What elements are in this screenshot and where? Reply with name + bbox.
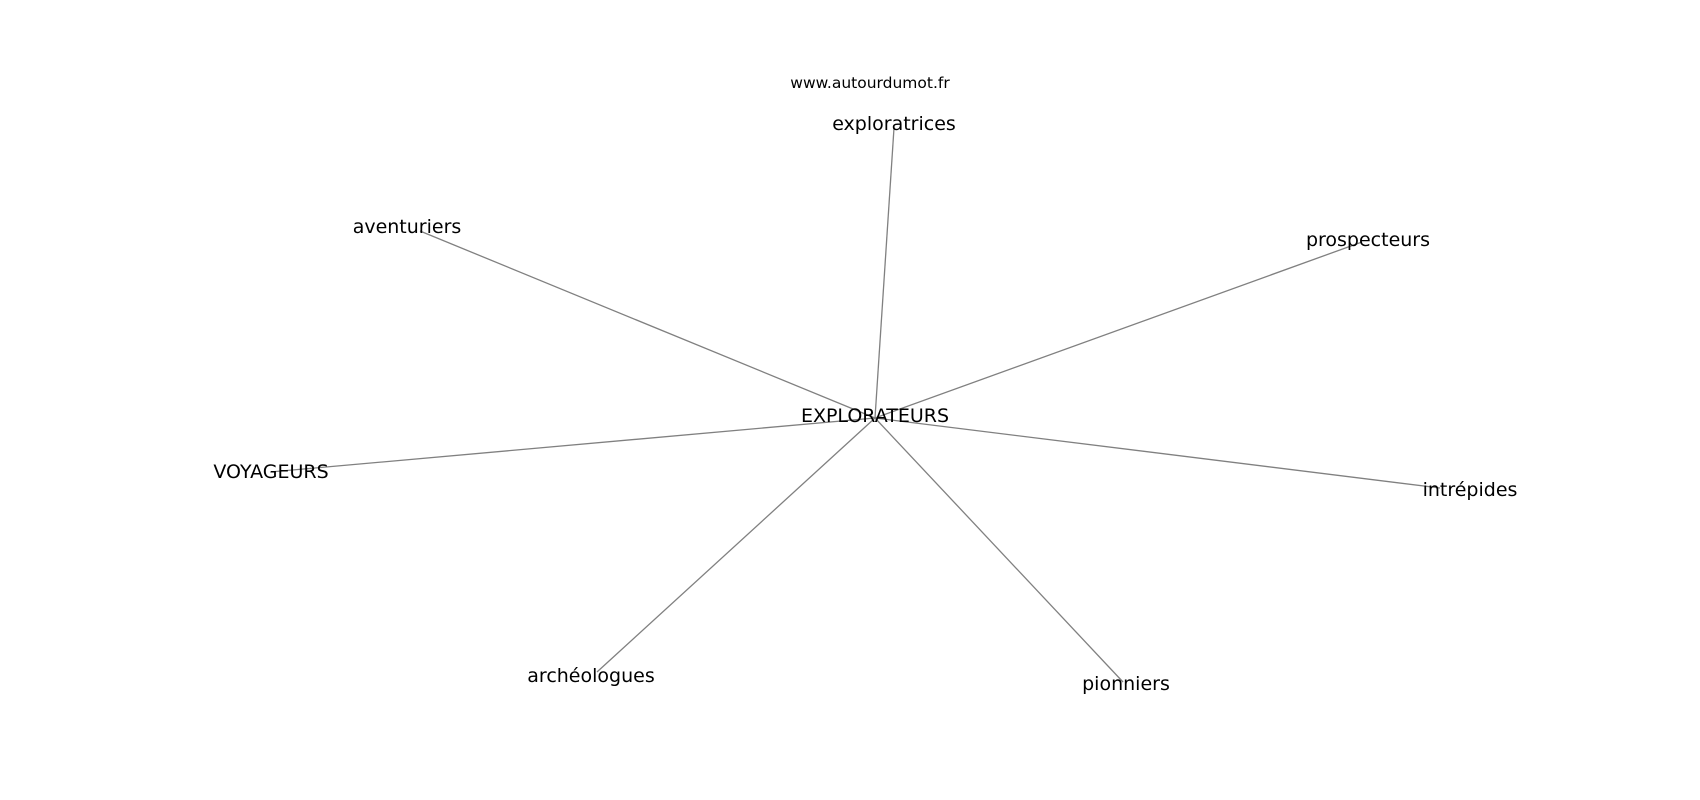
node-label: intrépides <box>1423 479 1518 501</box>
node-label: pionniers <box>1082 673 1170 695</box>
node-label: VOYAGEURS <box>213 461 328 483</box>
edge-line <box>874 127 895 419</box>
node-label: prospecteurs <box>1306 229 1430 251</box>
edges <box>269 127 1441 683</box>
node-label: exploratrices <box>832 113 956 135</box>
edge-line <box>596 417 876 673</box>
edge-line <box>419 230 876 419</box>
edge-line <box>874 417 1124 683</box>
edge-line <box>269 417 876 473</box>
source-website-label: www.autourdumot.fr <box>790 74 950 92</box>
node-label: archéologues <box>527 665 654 687</box>
labels: www.autourdumot.fr EXPLORATEURS explorat… <box>213 74 1517 695</box>
node-label: aventuriers <box>353 216 462 238</box>
center-node-label: EXPLORATEURS <box>801 405 949 427</box>
edge-line <box>874 417 1441 489</box>
edge-line <box>874 241 1363 419</box>
